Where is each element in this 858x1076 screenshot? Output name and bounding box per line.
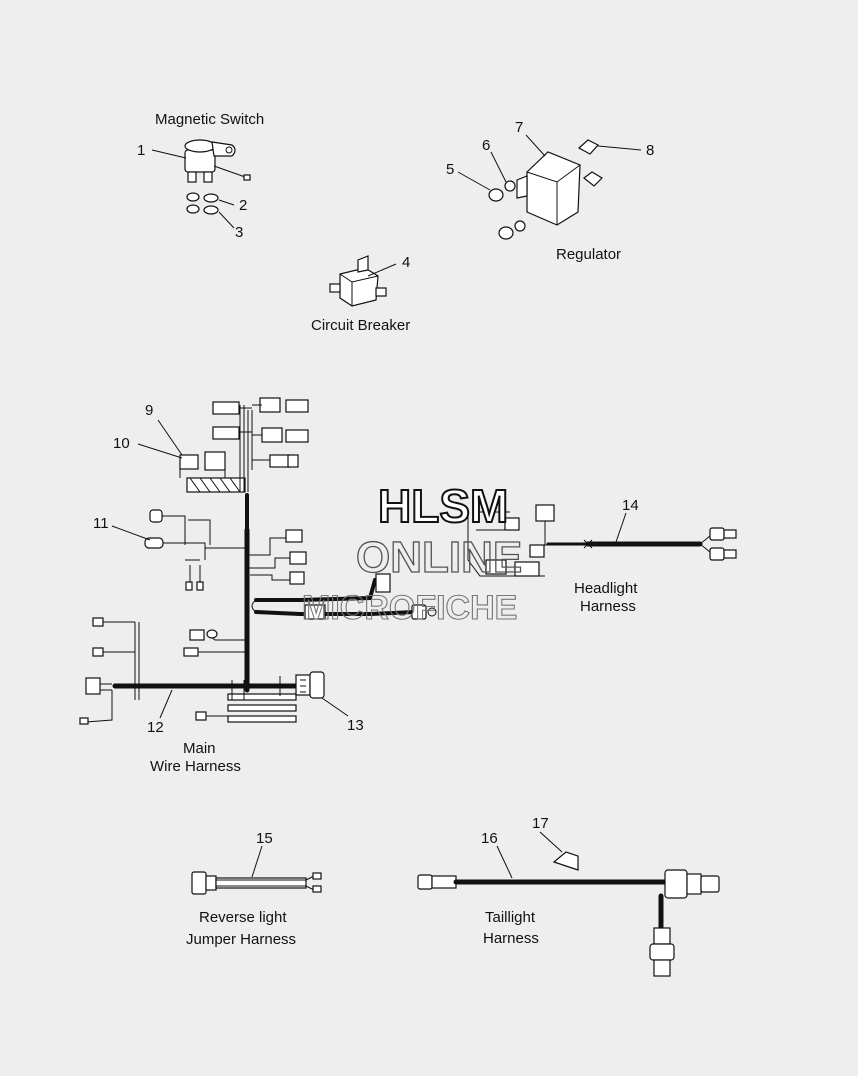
magnetic-switch-label: Magnetic Switch xyxy=(155,111,264,128)
main-harness-label-line2: Wire Harness xyxy=(150,758,241,775)
callout-10: 10 xyxy=(113,435,130,452)
callout-4: 4 xyxy=(402,254,410,271)
callout-12: 12 xyxy=(147,719,164,736)
callout-13: 13 xyxy=(347,717,364,734)
callout-6: 6 xyxy=(482,137,490,154)
callout-7: 7 xyxy=(515,119,523,136)
regulator-drawing xyxy=(457,134,642,240)
callout-2: 2 xyxy=(239,197,247,214)
callout-11: 11 xyxy=(93,515,109,532)
callout-14: 14 xyxy=(622,497,639,514)
callout-5: 5 xyxy=(446,161,454,178)
watermark-line3: MICROFICHE xyxy=(302,589,517,627)
circuit-breaker-drawing xyxy=(329,255,397,307)
callout-8: 8 xyxy=(646,142,654,159)
main-harness-label-line1: Main xyxy=(183,740,216,757)
taillight-harness-label-line2: Harness xyxy=(483,930,539,947)
taillight-harness-label-line1: Taillight xyxy=(485,909,536,926)
reverse-light-jumper-harness-drawing xyxy=(191,845,322,895)
headlight-harness-drawing xyxy=(467,504,737,577)
regulator-label: Regulator xyxy=(556,246,621,263)
headlight-harness-label-line2: Harness xyxy=(580,598,636,615)
callout-3: 3 xyxy=(235,224,243,241)
watermark-line2: ONLINE xyxy=(356,533,522,582)
reverse-harness-label-line1: Reverse light xyxy=(199,909,287,926)
magnetic-switch-drawing xyxy=(151,139,251,229)
taillight-harness-drawing xyxy=(417,831,720,977)
watermark: HLSM ONLINE MICROFICHE xyxy=(301,479,522,628)
main-wire-harness-drawing xyxy=(79,397,437,725)
headlight-harness-label-line1: Headlight xyxy=(574,580,638,597)
callout-15: 15 xyxy=(256,830,273,847)
reverse-harness-label-line2: Jumper Harness xyxy=(186,931,296,948)
callout-17: 17 xyxy=(532,815,549,832)
callout-16: 16 xyxy=(481,830,498,847)
circuit-breaker-label: Circuit Breaker xyxy=(311,317,410,334)
callout-1: 1 xyxy=(137,142,145,159)
watermark-line1: HLSM xyxy=(378,480,508,532)
callout-9: 9 xyxy=(145,402,153,419)
